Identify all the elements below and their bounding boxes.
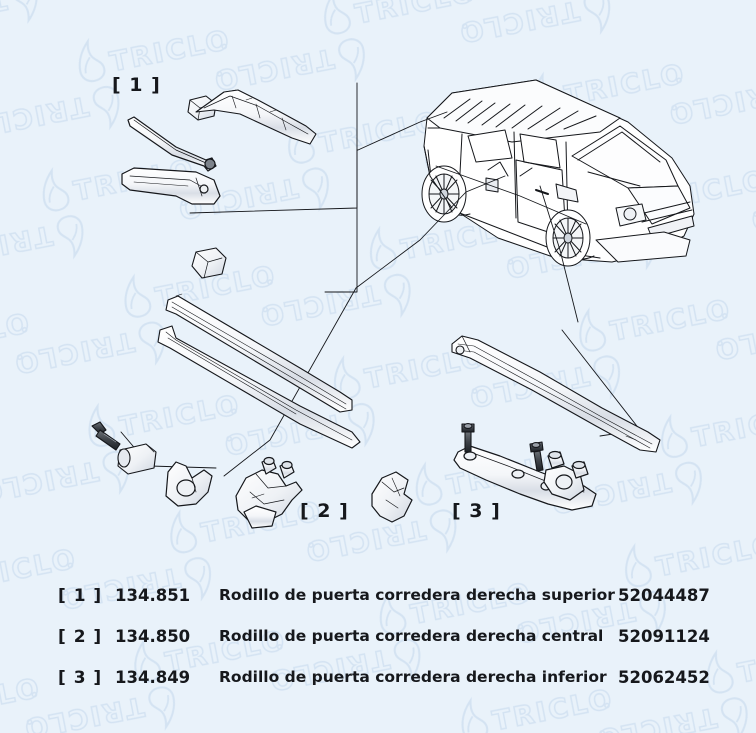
part-clip-left <box>165 461 213 507</box>
callout-3: [ 3 ] <box>452 500 501 522</box>
parts-legend-table: [ 1 ] 134.851 Rodillo de puerta correder… <box>0 586 756 709</box>
part-bushing-left <box>117 443 157 475</box>
legend-ref-3: [ 3 ] <box>58 668 103 688</box>
legend-oem-3: 52062452 <box>618 668 710 687</box>
legend-code-2: 134.850 <box>115 627 191 646</box>
part-upper-rod <box>127 116 217 172</box>
part-roller-center <box>235 456 303 529</box>
part-right-rail <box>451 335 661 453</box>
legend-ref-1: [ 1 ] <box>58 586 103 606</box>
callout-1: [ 1 ] <box>112 74 161 96</box>
vehicle-illustration <box>421 79 695 267</box>
part-upper-rail <box>195 89 317 145</box>
legend-oem-1: 52044487 <box>618 586 710 605</box>
legend-oem-2: 52091124 <box>618 627 710 646</box>
part-mid-cap <box>191 247 227 279</box>
table-row: [ 3 ] 134.849 Rodillo de puerta correder… <box>0 668 756 709</box>
part-upper-channel <box>121 167 221 205</box>
part-bolt-3b <box>529 441 544 472</box>
legend-description-2: Rodillo de puerta corredera derecha cent… <box>219 627 604 645</box>
table-row: [ 2 ] 134.850 Rodillo de puerta correder… <box>0 627 756 668</box>
callout-2: [ 2 ] <box>300 500 349 522</box>
legend-code-3: 134.849 <box>115 668 191 687</box>
legend-ref-2: [ 2 ] <box>58 627 103 647</box>
part-bracket-small <box>371 471 413 523</box>
table-row: [ 1 ] 134.851 Rodillo de puerta correder… <box>0 586 756 627</box>
part-bolt-left <box>91 421 121 451</box>
legend-description-1: Rodillo de puerta corredera derecha supe… <box>219 586 615 604</box>
legend-code-1: 134.851 <box>115 586 191 605</box>
legend-description-3: Rodillo de puerta corredera derecha infe… <box>219 668 607 686</box>
